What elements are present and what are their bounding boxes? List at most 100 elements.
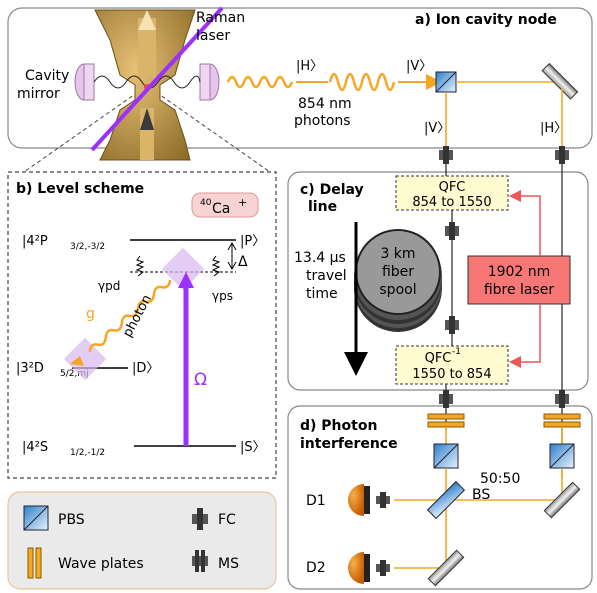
raman-label-1: Raman bbox=[196, 10, 245, 26]
p-label: |P〉 bbox=[240, 234, 265, 249]
legend-ms: MS bbox=[218, 556, 239, 572]
ion-symbol: Ca bbox=[212, 201, 230, 217]
p-sub: 3/2,-3/2 bbox=[70, 242, 105, 252]
travel-line3: time bbox=[306, 286, 338, 302]
detector-d2 bbox=[348, 552, 370, 584]
d-label: |D〉 bbox=[132, 361, 159, 376]
cavity-mirror-left bbox=[74, 63, 95, 101]
fc-icon bbox=[555, 146, 569, 164]
d-sub: 5/2,mj bbox=[60, 369, 89, 379]
pol-v-label: |V〉 bbox=[406, 59, 432, 74]
zoom-line-left bbox=[23, 91, 139, 173]
legend-pbs: PBS bbox=[58, 512, 85, 528]
s-state: |4²S bbox=[22, 440, 48, 455]
photon-wiggle bbox=[88, 279, 172, 352]
ion-charge: + bbox=[238, 196, 247, 209]
detector-d1 bbox=[348, 484, 370, 516]
d2-label: D2 bbox=[306, 560, 326, 576]
p-state: |4²P bbox=[22, 234, 48, 249]
out-h-label: |H〉 bbox=[540, 121, 567, 136]
legend-pbs-diag bbox=[23, 505, 49, 531]
qfc1-line2: 854 to 1550 bbox=[412, 195, 491, 210]
raman-label-2: laser bbox=[196, 28, 230, 44]
d1-label: D1 bbox=[306, 493, 326, 509]
laser-line1: 1902 nm bbox=[488, 264, 551, 280]
pbs-a-diag bbox=[435, 71, 457, 93]
gamma-pd: γpd bbox=[98, 279, 120, 293]
spool-line2: fiber bbox=[382, 264, 414, 280]
qfc2-line1: QFC bbox=[425, 351, 452, 366]
panel-b-title: b) Level scheme bbox=[16, 181, 144, 197]
delta-arrowheads bbox=[227, 241, 237, 271]
panel-d-title-2: interference bbox=[300, 436, 398, 452]
ion-badge bbox=[191, 192, 259, 218]
pol-h-label: |H〉 bbox=[296, 59, 323, 74]
d-state: |3²D bbox=[16, 361, 44, 376]
qfc1-line1: QFC bbox=[439, 180, 466, 195]
pbs-d-right-diag bbox=[549, 443, 575, 469]
panel-d-title-1: d) Photon bbox=[300, 418, 377, 434]
fc-icon bbox=[376, 492, 390, 508]
decay-pd bbox=[135, 255, 145, 277]
omega-arrowhead bbox=[178, 272, 194, 288]
laser-line2: fibre laser bbox=[484, 282, 555, 298]
ion-mass: 40 bbox=[200, 198, 212, 208]
legend-fc-icon bbox=[192, 508, 208, 530]
d-highlight bbox=[63, 337, 107, 381]
bs-line1: 50:50 bbox=[480, 471, 520, 487]
decay-ps bbox=[211, 255, 221, 277]
raman-beam bbox=[90, 6, 224, 152]
s-label: |S〉 bbox=[240, 440, 266, 455]
mirror-a bbox=[541, 62, 579, 100]
bs-line2: BS bbox=[472, 487, 490, 503]
mirror-d-bottom bbox=[427, 549, 465, 587]
fibre-laser-box bbox=[467, 255, 571, 305]
laser-arrow-up bbox=[509, 190, 541, 256]
qfc-box-2 bbox=[395, 345, 509, 385]
wavepacket-h bbox=[226, 75, 294, 89]
fc-icon bbox=[445, 222, 459, 240]
cavity-label-2: mirror bbox=[17, 86, 60, 102]
legend-wave-plates: Wave plates bbox=[58, 556, 144, 572]
travel-line2: travel bbox=[306, 268, 347, 284]
spool-line3: spool bbox=[379, 282, 416, 298]
photons-label-2: photons bbox=[294, 113, 351, 129]
panel-a-title: a) Ion cavity node bbox=[415, 12, 557, 28]
panel-c-title-1: c) Delay bbox=[300, 182, 364, 198]
qfc2-sup: -1 bbox=[452, 347, 461, 357]
fc-icon bbox=[439, 146, 453, 164]
cavity-mirror-right bbox=[199, 63, 220, 101]
qfc2-line2: 1550 to 854 bbox=[412, 367, 491, 382]
pbs-d-left-diag bbox=[433, 443, 459, 469]
zoom-line-right bbox=[155, 91, 271, 173]
beam-splitter bbox=[426, 480, 466, 520]
spool-line1: 3 km bbox=[380, 246, 415, 262]
s-sub: 1/2,-1/2 bbox=[70, 448, 105, 458]
omega-label: Ω bbox=[194, 370, 207, 390]
panel-b-frame bbox=[7, 171, 277, 479]
photons-label-1: 854 nm bbox=[298, 96, 352, 112]
g-label: g bbox=[86, 306, 95, 322]
virtual-highlight bbox=[161, 247, 205, 291]
fiber-spool bbox=[354, 229, 442, 332]
legend-fc: FC bbox=[218, 512, 236, 528]
delta-label: Δ bbox=[238, 254, 248, 270]
cavity-label-1: Cavity bbox=[25, 68, 69, 84]
out-v-label: |V〉 bbox=[424, 121, 450, 136]
laser-arrow-down bbox=[509, 304, 541, 368]
photon-arrowhead bbox=[70, 356, 84, 366]
travel-line1: 13.4 µs bbox=[294, 250, 346, 266]
panel-c-title-2: line bbox=[308, 199, 337, 215]
legend-ms-icon bbox=[192, 550, 208, 572]
legend-frame bbox=[7, 491, 277, 590]
qfc-box-1 bbox=[395, 175, 509, 211]
mirror-d-right bbox=[543, 481, 581, 519]
wavepacket-v bbox=[328, 72, 396, 92]
fc-icon bbox=[445, 316, 459, 334]
legend-waveplate-icon bbox=[27, 547, 42, 579]
gamma-ps: γps bbox=[212, 289, 233, 303]
fc-icon bbox=[376, 560, 390, 576]
fc-icon bbox=[439, 390, 453, 408]
fc-icon bbox=[555, 390, 569, 408]
